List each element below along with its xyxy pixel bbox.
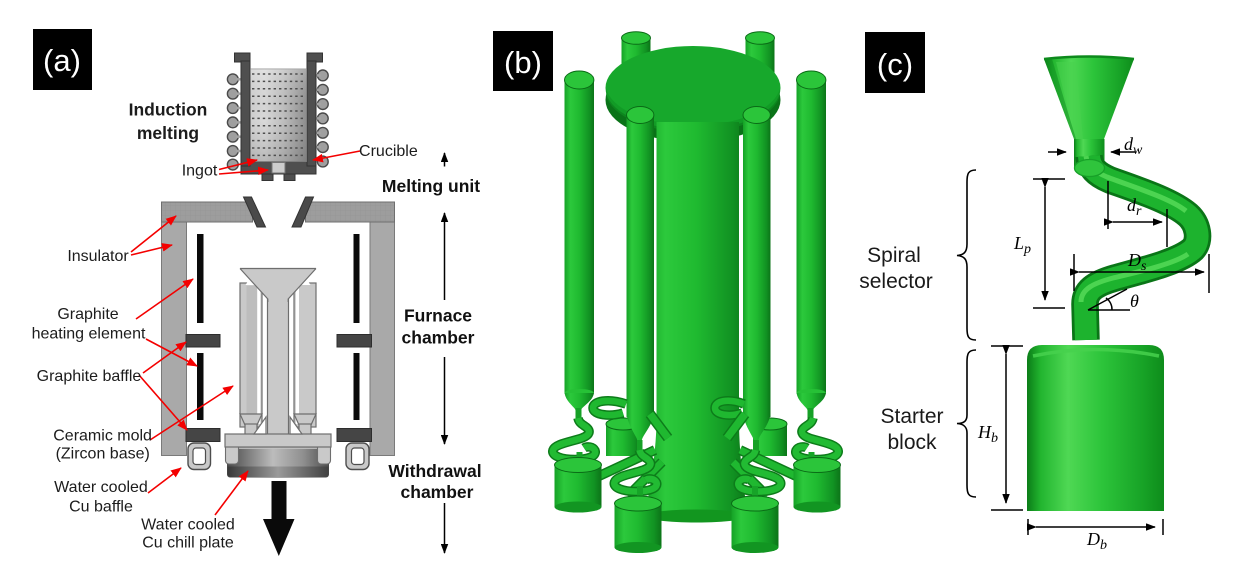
svg-text:Starter: Starter — [880, 405, 943, 428]
svg-text:Water cooled: Water cooled — [141, 517, 235, 534]
svg-text:(c): (c) — [877, 47, 913, 82]
svg-text:Graphite: Graphite — [57, 306, 118, 323]
svg-text:Cu baffle: Cu baffle — [69, 499, 133, 516]
svg-text:Spiral: Spiral — [867, 244, 921, 267]
svg-text:(b): (b) — [504, 45, 542, 80]
svg-text:Db: Db — [1086, 529, 1107, 553]
svg-text:Ceramic mold: Ceramic mold — [53, 428, 152, 445]
svg-text:Induction: Induction — [129, 100, 208, 120]
svg-text:selector: selector — [859, 270, 933, 293]
svg-text:θ: θ — [1130, 291, 1139, 311]
svg-text:Hb: Hb — [977, 422, 998, 446]
svg-text:block: block — [887, 431, 937, 454]
svg-text:Furnace: Furnace — [404, 306, 472, 326]
svg-text:Cu chill plate: Cu chill plate — [142, 535, 234, 552]
svg-text:dw: dw — [1124, 134, 1143, 158]
svg-text:chamber: chamber — [402, 328, 475, 348]
svg-text:Water cooled: Water cooled — [54, 479, 148, 496]
svg-text:(a): (a) — [43, 43, 81, 78]
svg-text:Withdrawal: Withdrawal — [388, 461, 481, 481]
svg-text:Insulator: Insulator — [67, 248, 129, 265]
svg-text:Graphite baffle: Graphite baffle — [37, 368, 142, 385]
svg-text:Crucible: Crucible — [359, 143, 418, 160]
svg-text:Ingot: Ingot — [182, 163, 218, 180]
svg-text:Melting unit: Melting unit — [382, 176, 480, 196]
svg-text:Lp: Lp — [1013, 233, 1031, 257]
svg-text:heating element: heating element — [32, 326, 146, 343]
svg-text:chamber: chamber — [401, 482, 474, 502]
svg-text:(Zircon base): (Zircon base) — [56, 446, 150, 463]
svg-text:melting: melting — [137, 123, 199, 143]
